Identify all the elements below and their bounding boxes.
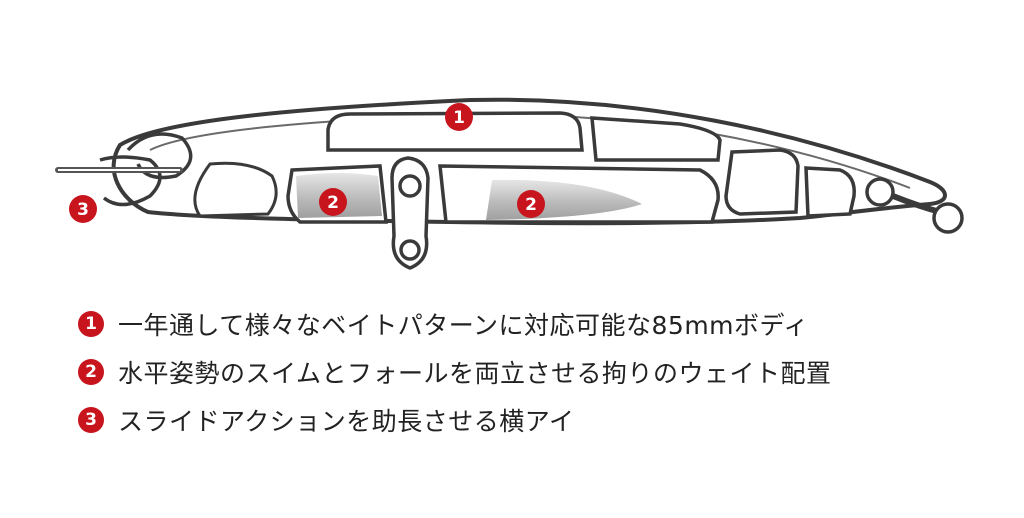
belly-hanger [390,156,430,270]
callout-3: 3 [69,195,97,223]
legend-item-3: 3 スライドアクションを助長させる横アイ [78,396,832,444]
frame-cell-top [326,111,584,152]
lure-diagram: 1 2 2 3 [55,97,964,270]
legend: 1 一年通して様々なベイトパターンに対応可能な85mmボディ 2 水平姿勢のスイ… [78,300,832,444]
side-line-eye [55,132,193,207]
legend-item-2: 2 水平姿勢のスイムとフォールを両立させる拘りのウェイト配置 [78,348,832,396]
svg-text:2: 2 [525,195,537,215]
legend-text: 一年通して様々なベイトパターンに対応可能な85mmボディ [118,311,809,340]
legend-number-badge: 2 [78,359,104,385]
legend-text: スライドアクションを助長させる横アイ [118,407,575,436]
legend-number-badge: 1 [78,311,104,337]
frame-cell-head [193,161,278,218]
frame-cell-right-1 [724,148,800,216]
legend-text: 水平姿勢のスイムとフォールを両立させる拘りのウェイト配置 [118,359,832,388]
callout-1: 1 [445,103,473,131]
svg-text:2: 2 [327,193,339,213]
callout-2-front: 2 [319,188,347,216]
frame-cell-upper-mid [590,116,722,162]
frame-cell-right-2 [804,166,856,218]
callout-2-rear: 2 [517,190,545,218]
legend-number-badge: 3 [78,407,104,433]
tail-eye [865,177,964,234]
svg-text:3: 3 [77,200,89,220]
legend-item-1: 1 一年通して様々なベイトパターンに対応可能な85mmボディ [78,300,832,348]
svg-text:1: 1 [453,108,465,128]
